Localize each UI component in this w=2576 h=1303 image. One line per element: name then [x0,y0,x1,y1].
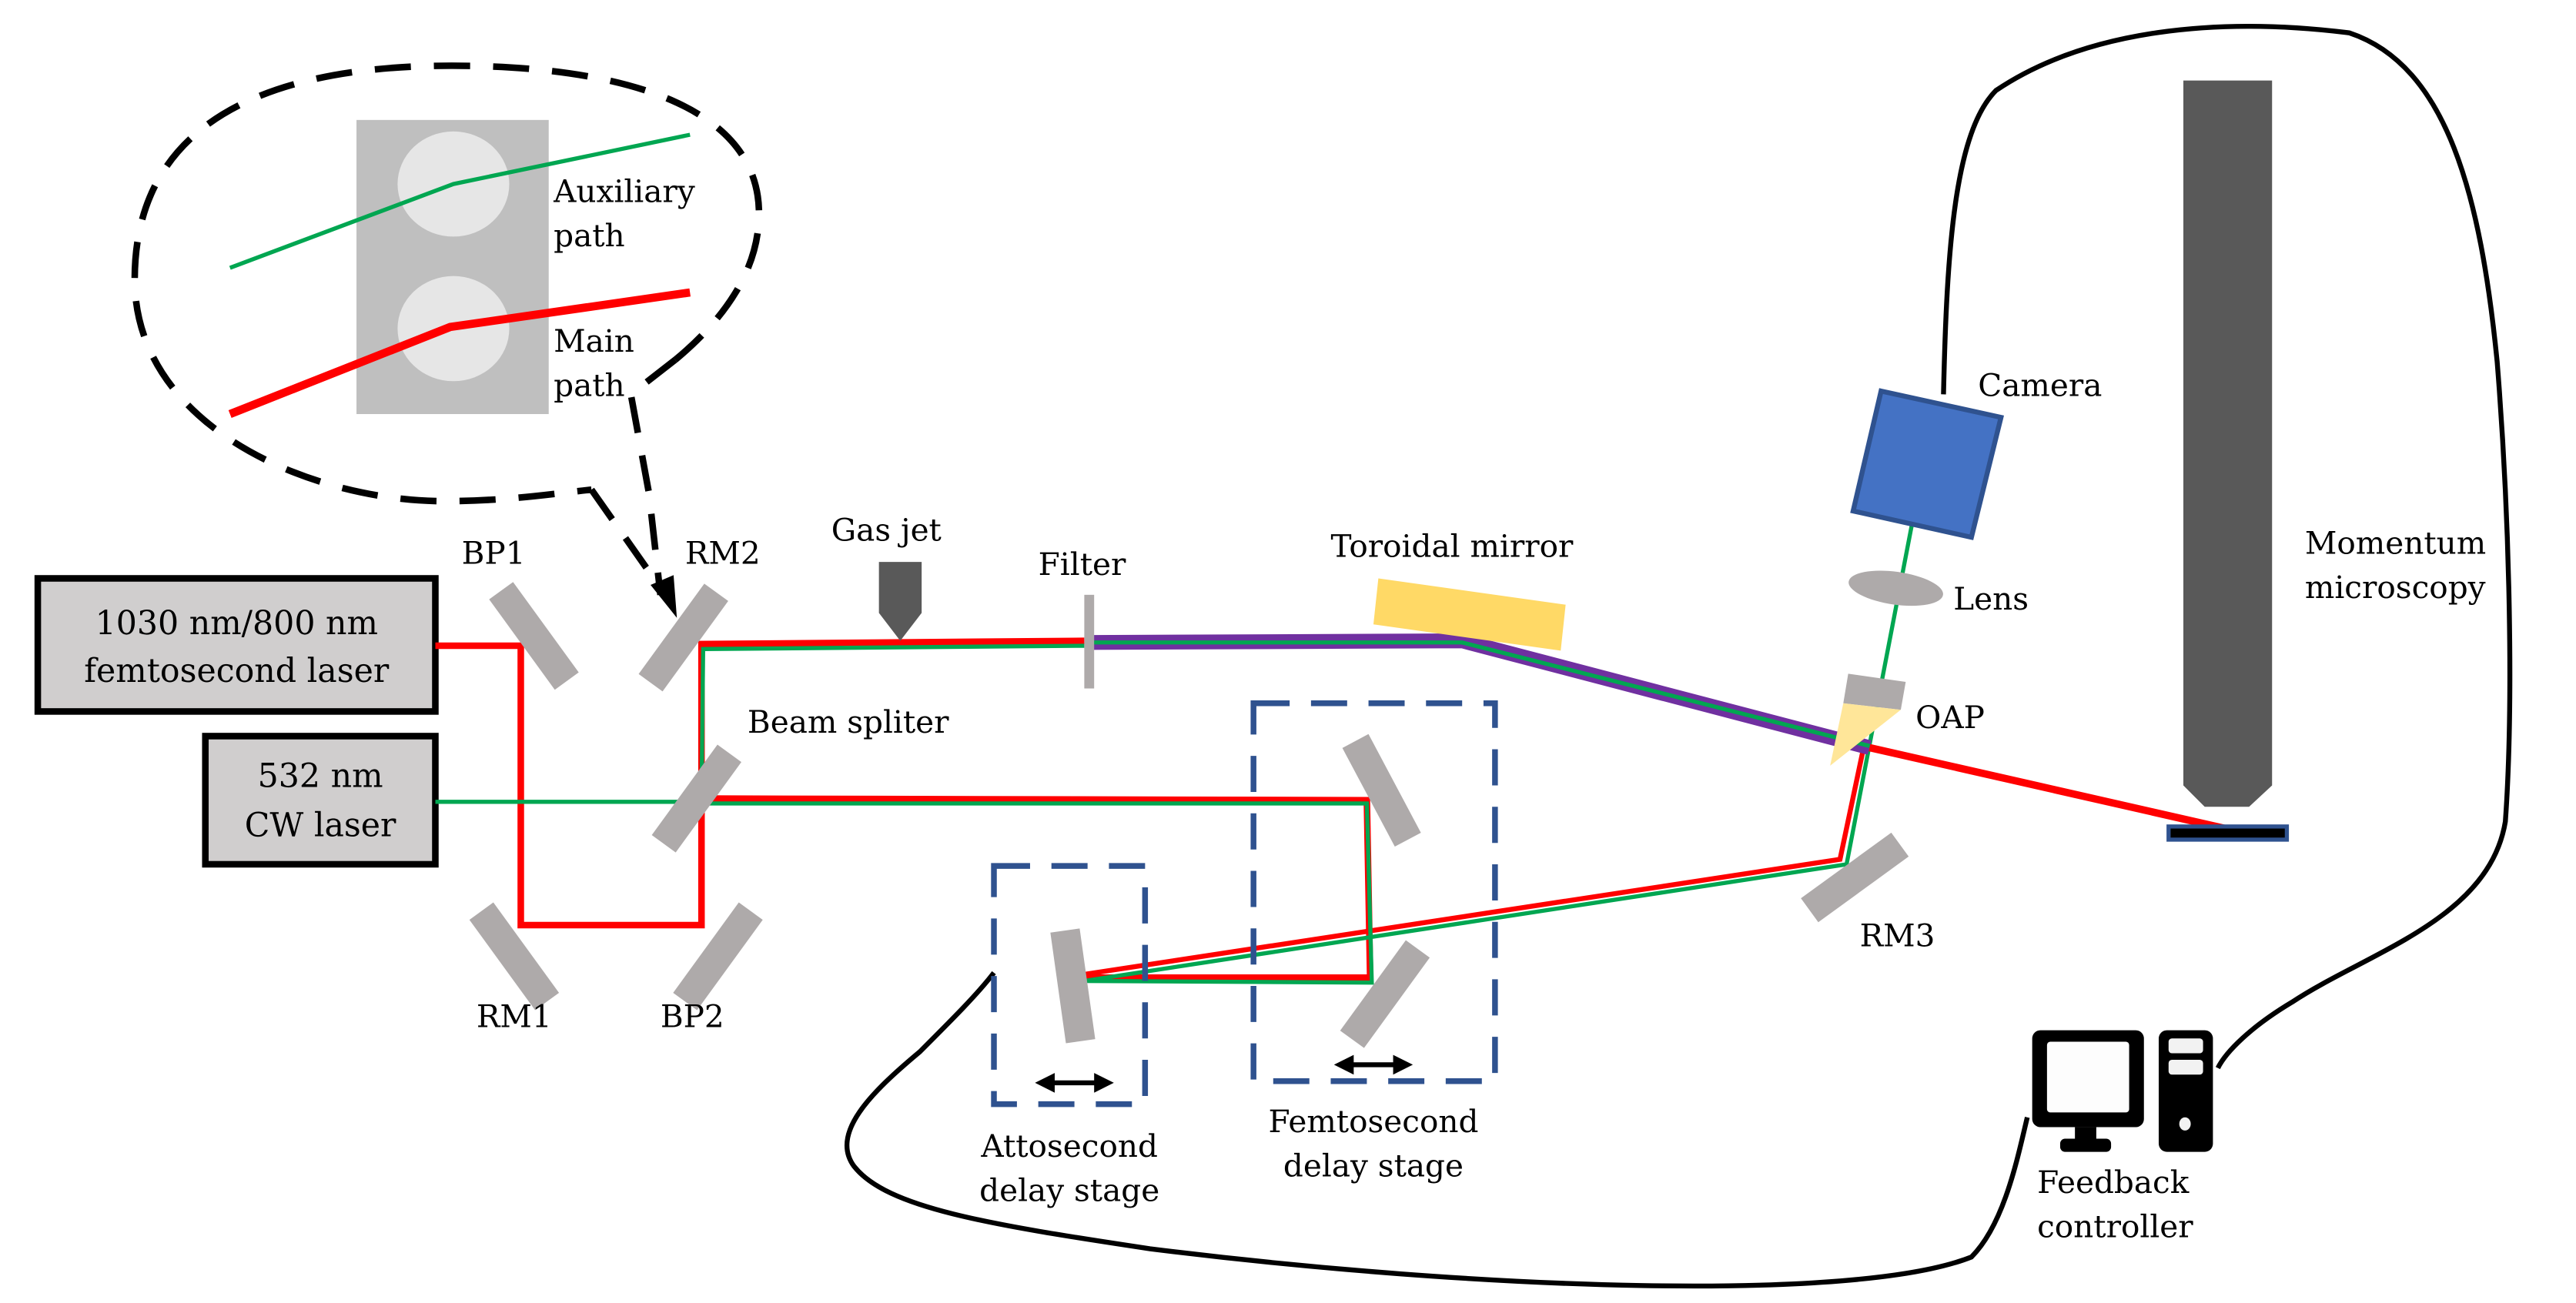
main-beam-atto-to-rm3 [1083,742,1868,977]
label-lens: Lens [1953,580,2029,617]
label-momentum-line1: Momentum [2305,524,2486,561]
label-atto-stage-line2: delay stage [979,1172,1159,1209]
label-toroidal-mirror: Toroidal mirror [1330,528,1574,565]
label-feedback-line2: controller [2037,1208,2193,1245]
sample-holder [2166,824,2290,842]
femtosecond-laser-box [34,575,439,715]
filter [1084,594,1095,689]
cw-laser-label-line1: 532 nm [258,757,383,796]
cable-controller-to-atto-stage [844,971,2030,1289]
femtosecond-stage-arrow-icon[interactable] [1333,1054,1413,1075]
label-camera: Camera [1978,367,2102,404]
mirror-bp1 [489,582,579,690]
label-oap: OAP [1915,699,1985,736]
inset-pointer [588,357,677,597]
femtosecond-laser-label-line2: femtosecond laser [84,652,390,690]
mirror-femto-lower [1340,940,1430,1048]
focused-beam-to-sample [1868,743,2232,834]
label-atto-stage-line1: Attosecond [980,1128,1158,1164]
momentum-microscope-column [2183,80,2273,807]
label-bp1: BP1 [462,534,526,571]
inset-main-beam [228,288,691,418]
label-filter: Filter [1039,546,1126,583]
label-momentum-line2: microscopy [2305,569,2486,606]
inset-aux-label-line1: Auxiliary [553,173,695,210]
attosecond-delay-stage-outline [991,863,1149,1108]
mirror-bp2 [673,902,763,1011]
inset-main-label-line1: Main [554,322,634,359]
aux-beam-to-femto-stage [701,801,1374,985]
oap-mirror-body [1843,673,1906,710]
camera-body [1850,388,2005,540]
cable-camera-to-controller [1941,24,2513,1070]
inset-aux-label-line2: path [554,217,625,254]
label-femto-stage-line2: delay stage [1283,1148,1464,1184]
mirror-beam-splitter [651,744,741,853]
cw-laser: 532 nm CW laser [202,733,439,868]
label-femto-stage-line1: Femtosecond [1268,1103,1478,1140]
mirror-rm3 [1801,832,1909,923]
mirror-atto [1050,928,1096,1044]
lens [1848,570,1943,606]
label-rm3: RM3 [1860,917,1935,954]
femtosecond-laser: 1030 nm/800 nm femtosecond laser [34,575,439,715]
xuv-aux-beam-core [1092,640,1871,748]
inset-aux-beam [229,132,691,270]
label-rm1: RM1 [477,997,552,1034]
label-feedback-line1: Feedback [2037,1164,2190,1201]
aux-beam-atto-to-rm3 [1083,522,1915,984]
mirror-rm2 [638,583,728,692]
cw-laser-box [202,733,439,868]
main-beam-input [435,637,1085,929]
label-bp2: BP2 [661,997,724,1034]
label-gas-jet: Gas jet [831,511,942,548]
xuv-beam [1092,633,1872,755]
computer-icon [2032,1030,2213,1152]
oap-mirror-surface [1830,703,1901,766]
inset-callout: Auxiliary path Main path [131,62,763,618]
inset-main-label-line2: path [554,367,625,404]
mirror-rm1 [469,902,560,1011]
inset-pointer-arrowhead [651,575,677,618]
aux-beam-input [435,643,1085,804]
cw-laser-label-line2: CW laser [245,807,396,845]
toroidal-mirror [1373,578,1566,651]
femtosecond-delay-stage-outline [1250,700,1498,1084]
attosecond-stage-arrow-icon[interactable] [1035,1073,1114,1093]
label-rm2: RM2 [685,534,761,571]
gas-jet-nozzle [878,562,922,641]
label-beam-splitter: Beam spliter [748,703,949,740]
mirror-femto-upper [1342,733,1421,847]
inset-dashed-bubble [131,62,763,505]
femtosecond-laser-label-line1: 1030 nm/800 nm [95,604,378,643]
